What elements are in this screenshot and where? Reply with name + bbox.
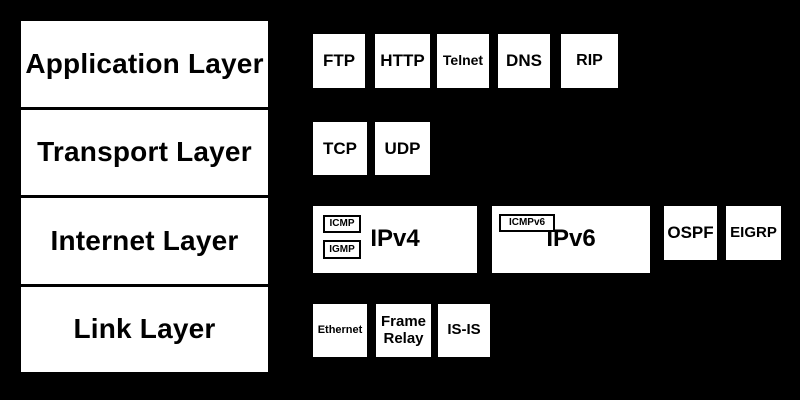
protocol-http: HTTP xyxy=(375,34,430,88)
protocol-ethernet: Ethernet xyxy=(313,304,367,357)
layer-link: Link Layer xyxy=(21,286,268,372)
layer-application: Application Layer xyxy=(21,21,268,107)
layer-internet-label: Internet Layer xyxy=(50,224,239,256)
protocol-igmp: IGMP xyxy=(323,240,361,259)
protocol-icmpv6: ICMPv6 xyxy=(499,214,555,232)
protocol-telnet: Telnet xyxy=(437,34,489,88)
layer-transport-label: Transport Layer xyxy=(37,136,252,168)
protocol-is-is: IS-IS xyxy=(438,304,490,357)
protocol-ipv4-group: ICMP IGMP IPv4 xyxy=(313,206,477,273)
protocol-udp: UDP xyxy=(375,122,430,175)
protocol-eigrp: EIGRP xyxy=(726,206,781,260)
protocol-ipv6-group: ICMPv6 IPv6 xyxy=(492,206,650,273)
layer-column: Application Layer Transport Layer Intern… xyxy=(21,21,268,372)
layer-link-label: Link Layer xyxy=(73,313,216,345)
protocol-tcp: TCP xyxy=(313,122,367,175)
protocol-icmp: ICMP xyxy=(323,215,361,233)
layer-internet: Internet Layer xyxy=(21,198,268,284)
protocol-ospf: OSPF xyxy=(664,206,717,260)
protocol-frame-relay: Frame Relay xyxy=(376,304,431,357)
layer-application-label: Application Layer xyxy=(25,47,264,79)
layer-transport: Transport Layer xyxy=(21,109,268,195)
protocol-ftp: FTP xyxy=(313,34,365,88)
protocol-ipv4-label: IPv4 xyxy=(370,225,420,253)
protocol-rip: RIP xyxy=(561,34,618,88)
protocol-dns: DNS xyxy=(498,34,550,88)
